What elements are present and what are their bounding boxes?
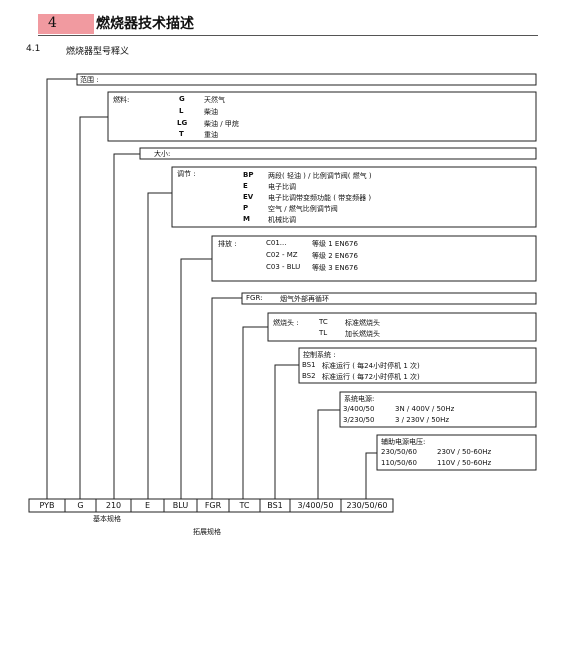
fuel-desc: 天然气	[204, 96, 225, 104]
control-desc: 标准运行 ( 每24小时停机 1 次)	[322, 362, 420, 370]
fuel-code: LG	[177, 119, 188, 127]
code-cell: 230/50/60	[346, 501, 388, 510]
regulation-desc: 机械比调	[268, 216, 296, 224]
code-cell: G	[77, 501, 84, 510]
power-desc: 3N / 400V / 50Hz	[395, 405, 455, 413]
power-code: 3/230/50	[343, 416, 375, 424]
code-cell: 210	[105, 501, 122, 510]
head-desc: 标准燃烧头	[345, 319, 380, 327]
regulation-code: EV	[243, 193, 254, 201]
connector-fgr	[211, 297, 242, 499]
power-desc: 3 / 230V / 50Hz	[395, 416, 450, 424]
power-label: 系统电源:	[344, 395, 375, 403]
fuel-code: G	[179, 95, 185, 103]
aux-desc: 230V / 50-60Hz	[437, 448, 492, 456]
control-code: BS1	[302, 361, 316, 369]
box-fuel	[107, 91, 537, 142]
aux-label: 辅助电源电压:	[381, 438, 426, 446]
head-code: TC	[319, 318, 328, 326]
fuel-desc: 重油	[204, 131, 218, 139]
emission-desc: 等级 1 EN676	[312, 240, 358, 248]
connector-head	[242, 326, 268, 499]
box-head	[267, 312, 537, 342]
connector-size	[113, 153, 140, 499]
regulation-label: 调节 :	[177, 170, 196, 178]
caption-basic: 基本规格	[93, 515, 121, 523]
regulation-desc: 空气 / 燃气比例调节阀	[268, 205, 338, 213]
aux-desc: 110V / 50-60Hz	[437, 459, 492, 467]
control-code: BS2	[302, 372, 316, 380]
subsection-number: 4.1	[26, 44, 41, 54]
code-cell: BLU	[172, 501, 189, 510]
regulation-code: M	[243, 215, 250, 223]
aux-code: 230/50/60	[381, 448, 417, 456]
head-label: 燃烧头 :	[273, 319, 299, 327]
fgr-desc: 烟气外部再循环	[280, 295, 329, 303]
fgr-label: FGR:	[246, 294, 263, 302]
regulation-code: P	[243, 204, 249, 212]
code-cell: TC	[239, 501, 250, 510]
fuel-code: T	[179, 130, 184, 138]
emission-code: C01...	[266, 239, 287, 247]
code-cell: 3/400/50	[297, 501, 334, 510]
regulation-code: BP	[243, 171, 254, 179]
emission-desc: 等级 3 EN676	[312, 264, 358, 272]
emission-code: C03 - BLU	[266, 263, 301, 271]
fuel-desc: 柴油 / 甲烷	[204, 120, 239, 128]
regulation-code: E	[243, 182, 248, 190]
section-header: 4 燃烧器技术描述	[0, 14, 576, 44]
box-size	[139, 147, 537, 160]
control-label: 控制系统 :	[303, 351, 336, 359]
connector-aux	[365, 452, 377, 499]
box-range	[76, 73, 537, 86]
section-title: 燃烧器技术描述	[96, 16, 194, 32]
code-cell: BS1	[267, 501, 283, 510]
code-cell: FGR	[204, 501, 222, 510]
head-desc: 加长燃烧头	[345, 330, 380, 338]
code-cell: E	[144, 501, 151, 510]
fuel-label: 燃料:	[113, 96, 130, 104]
head-code: TL	[319, 329, 328, 337]
section-rule	[38, 35, 538, 36]
connector-emission	[180, 258, 212, 499]
fuel-code: L	[179, 107, 184, 115]
range-label: 范围 :	[80, 76, 99, 84]
regulation-desc: 两段( 轻油 ) / 比例调节阀( 燃气 )	[268, 172, 372, 180]
power-code: 3/400/50	[343, 405, 375, 413]
emission-label: 排放 :	[218, 240, 237, 248]
section-number: 4	[48, 15, 57, 31]
code-cell: PYB	[39, 501, 55, 510]
regulation-desc: 电子比调带变频功能 ( 带变频器 )	[268, 194, 372, 202]
emission-code: C02 - MZ	[266, 251, 298, 259]
size-label: 大小:	[154, 150, 171, 158]
emission-desc: 等级 2 EN676	[312, 252, 358, 260]
section-number-badge: 4	[38, 14, 94, 34]
connector-regulation	[147, 192, 172, 499]
subsection-title: 燃烧器型号释义	[66, 47, 130, 57]
connector-range	[46, 78, 77, 499]
caption-extended: 拓展规格	[193, 528, 221, 536]
box-emission	[211, 235, 537, 282]
box-regulation	[171, 166, 537, 228]
control-desc: 标准运行 ( 每72小时停机 1 次)	[322, 373, 420, 381]
connector-control	[274, 364, 299, 499]
regulation-desc: 电子比调	[268, 183, 296, 191]
aux-code: 110/50/60	[381, 459, 417, 467]
connector-power	[317, 409, 340, 499]
connector-fuel	[79, 116, 108, 499]
fuel-desc: 柴油	[204, 108, 218, 116]
code-row-frame	[28, 498, 394, 513]
